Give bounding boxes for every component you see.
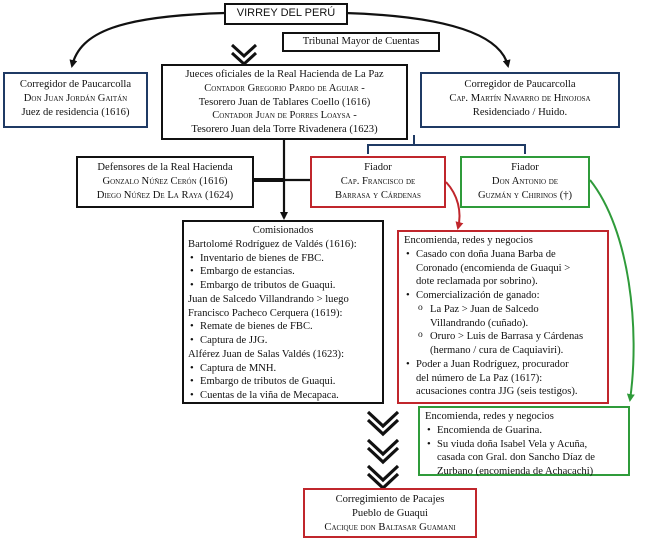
- corregidor-right-line-3: Residenciado / Huido.: [472, 106, 568, 118]
- comisionado-2-name: Juan de Salcedo Villandrando > luego: [188, 293, 349, 305]
- list-item-cont: Coronado (encomienda de Guaqui >: [416, 262, 571, 274]
- sub-item-cont: Villandrando (cuñado).: [430, 317, 529, 329]
- fiador-red-line-1: Fiador: [364, 162, 392, 173]
- comisionado-1-list: Inventario de bienes de FBC. Embargo de …: [188, 252, 378, 293]
- list-item: Captura de MNH.: [188, 362, 378, 376]
- fiador-red-box: Fiador Cap. Francisco de Barrasa y Cárde…: [310, 156, 446, 208]
- list-item: Casado con doña Juana Barba de: [404, 248, 602, 262]
- sub-item: Oruro > Luis de Barrasa y Cárdenas: [404, 329, 602, 344]
- chevron-bottom-3: [366, 438, 400, 457]
- chevron-virrey-1: [230, 43, 258, 59]
- comisionado-1-name: Bartolomé Rodríguez de Valdés (1616):: [188, 238, 357, 250]
- corregidor-right-line-2: Cap. Martín Navarro de Hinojosa: [449, 92, 591, 104]
- comisionado-2-name-cont: Francisco Pacheco Cerquera (1619):: [188, 307, 343, 319]
- defensores-line-2: Gonzalo Núñez Cerón (1616): [102, 175, 228, 187]
- list-item: Embargo de tributos de Guaqui.: [188, 279, 378, 293]
- jueces-line-2: Contador Gregorio Pardo de Aguiar -: [204, 82, 365, 94]
- chevron-virrey-2: [230, 51, 258, 67]
- list-item: Su viuda doña Isabel Vela y Acuña,: [425, 438, 623, 452]
- encomienda-green-title: Encomienda, redes y negocios: [425, 411, 554, 422]
- corregimiento-line-3: Cacique don Baltasar Guamani: [324, 521, 456, 533]
- chevron-bottom-2: [366, 418, 400, 437]
- jueces-box: Jueces oficiales de la Real Hacienda de …: [161, 64, 408, 140]
- tribunal-title: Tribunal Mayor de Cuentas: [302, 36, 420, 47]
- comisionado-2-list: Remate de bienes de FBC. Captura de JJG.: [188, 320, 378, 348]
- corregidor-left-line-2: Don Juan Jordán Gaitán: [23, 92, 128, 104]
- sub-item-cont: (hermano / cura de Caquiaviri).: [430, 345, 564, 357]
- encomienda-red-sublist: La Paz > Juan de Salcedo Villandrando (c…: [404, 302, 602, 358]
- encomienda-red-title: Encomienda, redes y negocios: [404, 235, 533, 246]
- corregimiento-line-1: Corregimiento de Pacajes: [335, 494, 445, 505]
- arrow-red: [445, 181, 464, 230]
- list-item: Embargo de tributos de Guaqui.: [188, 375, 378, 389]
- jueces-line-3: Tesorero Juan de Tablares Coello (1616): [198, 96, 371, 108]
- list-item: Inventario de bienes de FBC.: [188, 252, 378, 266]
- chevron-bottom-4: [366, 446, 400, 465]
- fiador-red-line-3: Barrasa y Cárdenas: [335, 189, 421, 201]
- jueces-line-4: Contador Juan de Porres Loaysa -: [212, 110, 357, 122]
- corregidor-right-line-1: Corregidor de Paucarcolla: [464, 79, 576, 90]
- chevron-bottom-6: [366, 472, 400, 491]
- corregidor-right-box: Corregidor de Paucarcolla Cap. Martín Na…: [420, 72, 620, 128]
- list-item: Remate de bienes de FBC.: [188, 320, 378, 334]
- comisionados-box: Comisionados Bartolomé Rodríguez de Vald…: [182, 220, 384, 404]
- comisionado-3-list: Captura de MNH. Embargo de tributos de G…: [188, 362, 378, 403]
- fiador-red-line-2: Cap. Francisco de: [340, 175, 416, 187]
- defensores-line-3: Diego Núñez De La Raya (1624): [96, 189, 234, 201]
- list-item-cont: acusaciones contra JJG (seis testigos).: [416, 386, 578, 398]
- comisionados-title: Comisionados: [252, 225, 314, 236]
- link-navy-green: [414, 144, 526, 154]
- encomienda-red-list-2: Poder a Juan Rodríguez, procurador del n…: [404, 358, 602, 399]
- list-item-cont: dote reclamada por sobrino).: [416, 276, 538, 288]
- comisionado-3-name: Alférez Juan de Salas Valdés (1623):: [188, 348, 345, 360]
- list-item: Cuentas de la viña de Mecapaca.: [188, 389, 378, 403]
- corregidor-left-line-3: Juez de residencia (1616): [21, 106, 130, 118]
- chevron-bottom-1: [366, 410, 400, 429]
- corregimiento-line-2: Pueblo de Guaqui: [352, 507, 428, 519]
- encomienda-red-box: Encomienda, redes y negocios Casado con …: [397, 230, 609, 404]
- corregidor-left-box: Corregidor de Paucarcolla Don Juan Jordá…: [3, 72, 148, 128]
- sub-item: La Paz > Juan de Salcedo: [404, 302, 602, 317]
- list-item: Poder a Juan Rodríguez, procurador: [404, 358, 602, 372]
- fiador-green-line-3: Guzmán y Chirinos (†): [477, 189, 573, 201]
- list-item-cont: Zurbano (encomienda de Achacachi): [437, 466, 594, 478]
- arc-virrey-left: [69, 11, 226, 68]
- virrey-title: VIRREY DEL PERÚ: [236, 7, 336, 19]
- jueces-line-1: Jueces oficiales de la Real Hacienda de …: [185, 69, 384, 80]
- fiador-green-box: Fiador Don Antonio de Guzmán y Chirinos …: [460, 156, 590, 208]
- list-item-cont: del número de La Paz (1617):: [416, 372, 543, 384]
- virrey-box: VIRREY DEL PERÚ: [224, 3, 348, 25]
- defensores-line-1: Defensores de la Real Hacienda: [97, 162, 233, 173]
- list-item: Encomienda de Guarina.: [425, 424, 623, 438]
- tribunal-box: Tribunal Mayor de Cuentas: [282, 32, 440, 52]
- corregimiento-box: Corregimiento de Pacajes Pueblo de Guaqu…: [303, 488, 477, 538]
- fiador-green-line-1: Fiador: [511, 162, 539, 173]
- defensores-box: Defensores de la Real Hacienda Gonzalo N…: [76, 156, 254, 208]
- encomienda-green-box: Encomienda, redes y negocios Encomienda …: [418, 406, 630, 479]
- list-item: Captura de JJG.: [188, 334, 378, 348]
- fiador-green-line-2: Don Antonio de: [491, 175, 559, 187]
- list-item-cont: casada con Gral. don Sancho Díaz de: [437, 452, 595, 464]
- encomienda-red-list: Casado con doña Juana Barba de Coronado …: [404, 248, 602, 303]
- jueces-line-5: Tesorero Juan dela Torre Rivadenera (162…: [191, 124, 378, 136]
- encomienda-green-list: Encomienda de Guarina. Su viuda doña Isa…: [425, 424, 623, 479]
- list-item: Embargo de estancias.: [188, 265, 378, 279]
- list-item: Comercialización de ganado:: [404, 289, 602, 303]
- corregidor-left-line-1: Corregidor de Paucarcolla: [19, 79, 132, 90]
- chevron-bottom-5: [366, 464, 400, 483]
